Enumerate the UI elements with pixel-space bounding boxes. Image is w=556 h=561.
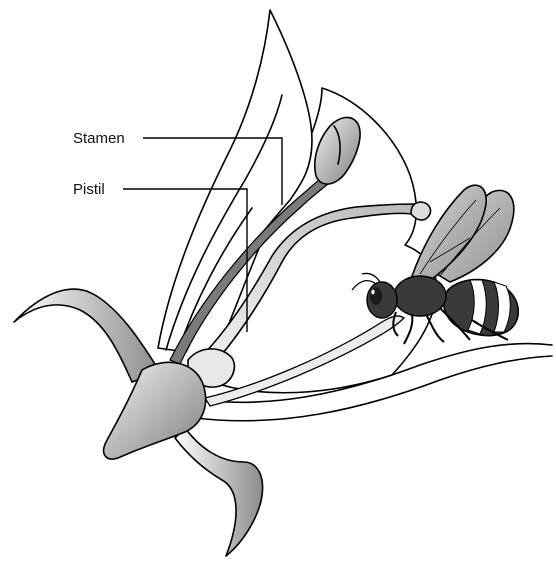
stamen-label: Stamen — [73, 130, 125, 147]
bee-eye-highlight — [371, 290, 374, 295]
stigma — [411, 202, 431, 220]
pistil-label: Pistil — [73, 181, 105, 198]
bottom-sepal — [175, 428, 263, 556]
bee-thorax — [394, 276, 446, 316]
left-sepal — [14, 289, 160, 382]
bee-eye — [370, 287, 382, 305]
